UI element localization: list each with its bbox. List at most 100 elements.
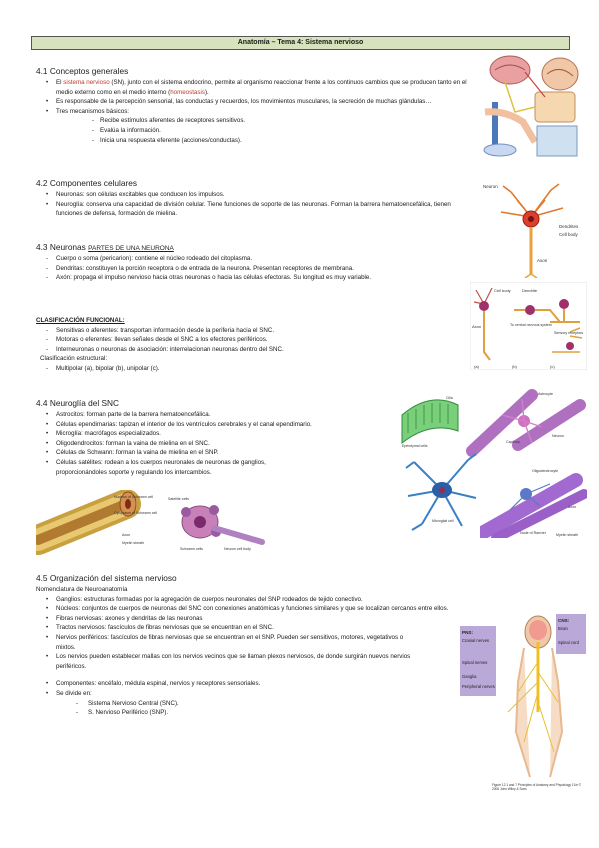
list-item: Núcleos: conjuntos de cuerpos de neurona… [36,604,491,614]
type-c-label: (c) [550,364,555,369]
pns-label: PNS: [462,630,473,635]
functional-classification: CLASIFICACIÓN FUNCIONAL: Sensitivas o af… [36,316,476,374]
schwann-axon-label: Axon [122,533,130,537]
nervous-system-body-illustration: PNS: Cranial nerves CNS: Brain Spinal co… [460,614,586,778]
list-item: Fibras nerviosas: axones y dendritas de … [36,614,491,624]
subheading: Nomenclatura de Neuroanatomía [36,586,128,593]
list-item: Neuroglía: conserva una capacidad de div… [36,200,476,219]
section-heading: 4.5 Organización del sistema nervioso [36,573,177,583]
neuron-body-label: Neuron cell body [224,547,251,551]
list-item: Sensitivas o aferentes: transportan info… [36,326,476,336]
sensory-receptors-label: Sensory receptors [554,331,583,335]
cell-body-label: Cell body [494,288,511,293]
page-title: Anatomía – Tema 4: Sistema nervioso [31,36,570,50]
ganglia-label: Ganglia [462,674,477,679]
cranial-nerves-label: Cranial nerves [462,638,489,643]
neuron-parts-list: Cuerpo o soma (pericarion): contiene el … [36,254,476,283]
list-item: Microglía: macrófagos especializados. [36,429,396,439]
microglia-illustration: Microglial cell [405,453,477,531]
ependymal-illustration: Ependymal cells Cilia [401,396,459,448]
section-heading: 4.3 Neuronas PARTES DE UNA NEURONA [36,242,174,252]
neuron-illustration: Neuron Dendrites Cell body Axon [483,183,579,278]
type-b-label: (b) [512,364,518,369]
cell-body-label: Cell body [559,232,579,237]
cilia-label: Cilia [446,396,453,400]
list-item: Multipolar (a), bipolar (b), unipolar (c… [36,364,476,374]
section-heading: 4.2 Componentes celulares [36,178,138,188]
list-item: Ganglios: estructuras formadas por la ag… [36,595,491,605]
reflex-arc-illustration [475,52,585,164]
section-4-4: 4.4 Neuroglía del SNC Astrocitos: forman… [36,398,396,477]
astrocyte-label: Astrocyte [538,392,553,396]
list-item: Tres mecanismos básicos: [36,107,476,117]
microglial-label: Microglial cell [432,519,454,523]
list-item: Células ependimarias: tapizan el interio… [36,420,396,430]
subheading: CLASIFICACIÓN FUNCIONAL: [36,317,125,324]
astrocyte-illustration: Astrocyte Capillary Neuron [466,389,586,457]
dendrite-label: Dendrite [522,288,538,293]
type-a-label: (a) [474,364,480,369]
list-item: Se divide en: [36,689,491,699]
myelin-sheath-label: Myelin sheath [556,533,578,537]
oligodendrocyte-illustration: Oligodendrocyte Axon Node of Ranvier Mye… [480,469,587,538]
figure-caption: Figure 12.1 and 7 Principles of Anatomy … [492,783,582,791]
bullet-list: Astrocitos: forman parte de la barrera h… [36,410,396,477]
section-4-5: 4.5 Organización del sistema nervioso No… [36,573,491,718]
capillary-label: Capillary [506,440,520,444]
satellite-cells-illustration: Satellite cells Schwann cells Neuron cel… [168,497,265,551]
list-item: Cuerpo o soma (pericarion): contiene el … [36,254,476,264]
list-item: Axón: propaga el impulso nervioso hacia … [36,273,476,283]
schwann-cells-label: Schwann cells [180,547,203,551]
subheading: Clasificación estructural: [40,355,108,363]
list-item: Interneuronas o neuronas de asociación: … [36,345,476,355]
schwann-myelin-label: Myelin sheath [122,541,144,545]
oligo-axon-label: Axon [568,505,576,509]
axon-label: Axon [537,258,548,263]
schwann-cell-illustration: Nucleus of Schwann cell Cytoplasm of Sch… [36,490,157,555]
bullet-list: Ganglios: estructuras formadas por la ag… [36,595,491,672]
bullet-list: El sistema nervioso (SN), junto con el s… [36,78,476,145]
list-item: Componentes: encéfalo, médula espinal, n… [36,679,491,689]
components-list: Componentes: encéfalo, médula espinal, n… [36,679,491,717]
brain-label: Brain [558,626,568,631]
list-item: Recibe estímulos aferentes de receptores… [36,116,476,126]
node-ranvier-label: Node of Ranvier [520,531,547,535]
schwann-cytoplasm-label: Cytoplasm of Schwann cell [114,511,157,515]
list-item: El sistema nervioso (SN), junto con el s… [36,78,476,97]
schwann-nucleus-label: Nucleus of Schwann cell [114,495,153,499]
list-item: S. Nervioso Periférico (SNP). [36,708,491,718]
list-item: Astrocitos: forman parte de la barrera h… [36,410,396,420]
spinal-nerves-label: Spinal nerves [462,660,487,665]
section-4-1: 4.1 Conceptos generales El sistema nervi… [36,66,476,145]
cns-label: CNS: [558,618,570,623]
section-4-3: 4.3 Neuronas PARTES DE UNA NEURONA Cuerp… [36,242,476,283]
section-heading: 4.1 Conceptos generales [36,66,129,76]
ependymal-label: Ependymal cells [402,444,428,448]
dendrites-label: Dendrites [559,224,579,229]
peripheral-nerves-label: Peripheral nerves [462,684,495,689]
neuron-label: Neuron [483,184,498,189]
glia-neuron-label: Neuron [552,434,564,438]
spinal-cord-label: Spinal cord [558,640,580,645]
axon-label: Axon [472,324,481,329]
functional-list: Sensitivas o aferentes: transportan info… [36,326,476,355]
list-item: Oligodendrocitos: forman la vaina de mie… [36,439,396,449]
list-item: Nervios periféricos: fascículos de fibra… [36,633,416,652]
list-item: Tractos nerviosos: fascículos de fibras … [36,623,491,633]
to-cns-label: To central nervous system [510,323,552,327]
list-item: Células de Schwann: forman la vaina de m… [36,448,396,458]
list-item: Sistema Nervioso Central (SNC). [36,699,491,709]
list-item: Es responsable de la percepción sensoria… [36,97,476,107]
list-item: Inicia una respuesta eferente (acciones/… [36,136,476,146]
satellite-label: Satellite cells [168,497,189,501]
section-4-2: 4.2 Componentes celulares Neuronas: son … [36,178,476,219]
list-item: Evalúa la información. [36,126,476,136]
list-item: Los nervios pueden establecer mallas con… [36,652,426,671]
list-item: Dendritas: constituyen la porción recept… [36,264,476,274]
section-heading: 4.4 Neuroglía del SNC [36,398,120,408]
list-item: Motoras o eferentes: llevan señales desd… [36,335,476,345]
list-item: Neuronas: son células excitables que con… [36,190,476,200]
bullet-list: Neuronas: son células excitables que con… [36,190,476,219]
structural-list: Multipolar (a), bipolar (b), unipolar (c… [36,364,476,374]
